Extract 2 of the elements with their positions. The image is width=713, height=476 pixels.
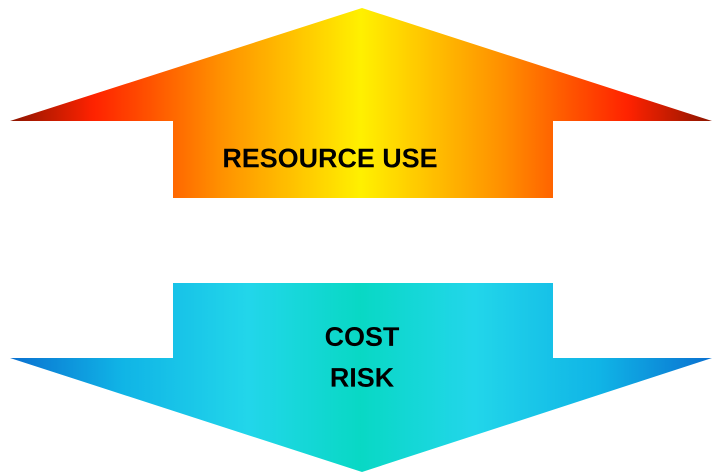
up-arrow: RESOURCE USE <box>224 148 437 168</box>
down-arrow: COST RISK <box>326 327 400 387</box>
